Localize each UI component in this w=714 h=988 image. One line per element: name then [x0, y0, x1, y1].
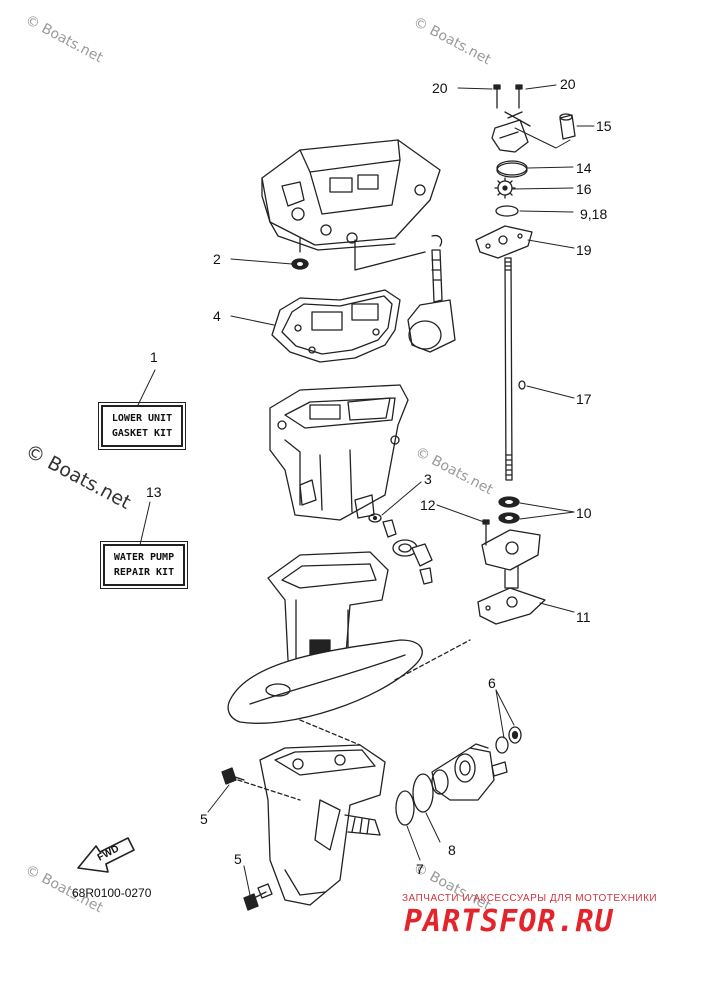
forward-arrow: [77, 837, 135, 873]
water-pump-repair-kit-label: WATER PUMP REPAIR KIT: [100, 541, 188, 589]
gasket-part-11: [477, 587, 546, 625]
callout-6: 6: [488, 675, 496, 691]
o-ring-part-9-18: [495, 205, 519, 217]
gasket-kit-line-1: LOWER UNIT: [111, 413, 173, 424]
gasket-part-4: [271, 289, 401, 363]
callout-16: 16: [576, 181, 592, 197]
middle-casing-part: [269, 384, 409, 521]
gearcase-part: [259, 744, 386, 906]
bolt-part-5-lower: [243, 883, 273, 911]
callout-8: 8: [448, 842, 456, 858]
strainer-assembly: [407, 234, 456, 353]
o-ring-part-7: [395, 790, 415, 826]
bolts-part-20: [493, 84, 523, 109]
propeller-shaft-housing: [431, 743, 508, 801]
callout-5-upper: 5: [200, 811, 208, 827]
diagram-code: 68R0100-0270: [72, 886, 152, 900]
pin-part-17: [518, 380, 526, 390]
upper-casing-part: [261, 139, 441, 271]
callout-20-left: 20: [432, 80, 448, 96]
lower-unit-gasket-kit-label: LOWER UNIT GASKET KIT: [98, 402, 186, 450]
seals-part-6: [495, 726, 522, 754]
callout-14: 14: [576, 160, 592, 176]
gasket-part-19: [475, 225, 533, 259]
callout-12: 12: [420, 497, 436, 513]
callout-1: 1: [150, 349, 158, 365]
pump-kit-line-1: WATER PUMP: [113, 552, 175, 563]
o-ring-part-8: [412, 773, 434, 813]
callout-13: 13: [146, 484, 162, 500]
callout-2: 2: [213, 251, 221, 267]
gasket-kit-line-2: GASKET KIT: [111, 428, 173, 439]
shop-subtitle: ЗАПЧАСТИ И АКСЕССУАРЫ ДЛЯ МОТОТЕХНИКИ: [402, 893, 658, 904]
seal-part-2: [291, 258, 309, 270]
callout-17: 17: [576, 391, 592, 407]
callout-19: 19: [576, 242, 592, 258]
seals-part-10: [498, 496, 520, 524]
drive-shaft: [504, 257, 513, 481]
pump-housing-lower: [481, 519, 541, 589]
bolt-part-5-upper: [221, 767, 245, 785]
callout-10: 10: [576, 505, 592, 521]
impeller-part-16: [494, 177, 516, 199]
callout-9-18: 9,18: [580, 206, 608, 222]
shop-logo[interactable]: PARTSFOR.RU: [404, 904, 614, 939]
callout-4: 4: [213, 308, 221, 324]
pump-kit-line-2: REPAIR KIT: [113, 567, 175, 578]
callout-3: 3: [424, 471, 432, 487]
insert-cartridge-part-14: [496, 160, 528, 178]
grommet-part-3: [368, 513, 433, 585]
water-pump-housing-upper: [491, 111, 531, 153]
lower-casing-part: [227, 551, 423, 724]
grommet-part-15: [559, 113, 576, 140]
callout-5-lower: 5: [234, 851, 242, 867]
callout-20-right: 20: [560, 76, 576, 92]
callout-11: 11: [576, 609, 591, 625]
callout-15: 15: [596, 118, 612, 134]
leader-lines: [137, 84, 595, 896]
callout-7: 7: [416, 861, 424, 877]
